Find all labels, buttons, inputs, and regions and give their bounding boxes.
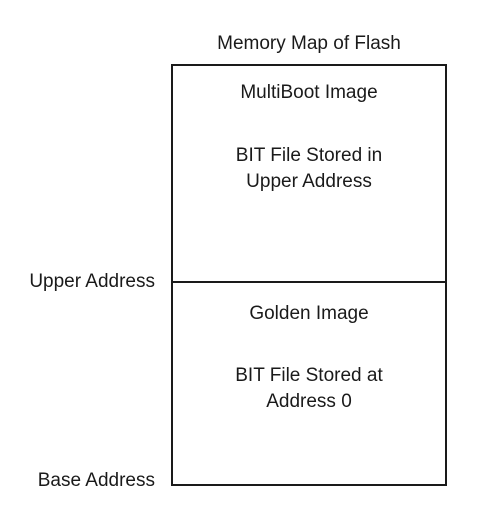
golden-description-line-2: Address 0 xyxy=(266,391,352,412)
multiboot-description-line-1: BIT File Stored in xyxy=(235,145,383,166)
golden-image-description: BIT File Stored at Address 0 xyxy=(173,363,445,415)
multiboot-description-line-2: Upper Address xyxy=(246,171,372,192)
upper-address-label: Upper Address xyxy=(29,271,155,292)
base-address-label: Base Address xyxy=(37,470,155,491)
flash-memory-map: MultiBoot Image BIT File Stored in Upper… xyxy=(171,64,447,486)
multiboot-image-label: MultiBoot Image xyxy=(240,82,378,103)
golden-image-region: Golden Image BIT File Stored at Address … xyxy=(173,283,445,484)
memory-map-title: Memory Map of Flash xyxy=(217,33,401,54)
golden-image-label: Golden Image xyxy=(249,303,369,324)
multiboot-image-region: MultiBoot Image BIT File Stored in Upper… xyxy=(173,66,445,283)
golden-description-line-1: BIT File Stored at xyxy=(235,365,383,386)
multiboot-image-description: BIT File Stored in Upper Address xyxy=(173,143,445,195)
